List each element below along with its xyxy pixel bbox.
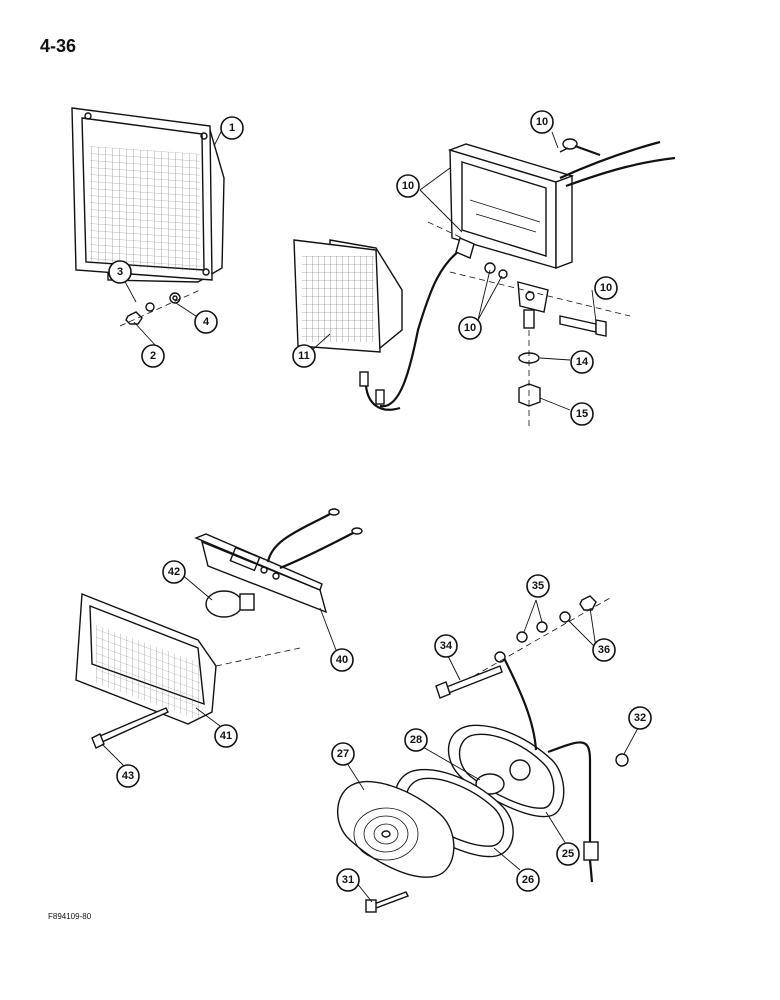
callout-32: 32 <box>628 706 652 730</box>
callout-40: 40 <box>330 648 354 672</box>
callout-2: 2 <box>141 344 165 368</box>
callout-31: 31 <box>336 868 360 892</box>
svg-text:35: 35 <box>532 580 544 592</box>
callout-labels: 1 2 3 4 10 10 10 10 11 14 15 25 26 27 28… <box>101 110 652 903</box>
lamp-insert <box>293 237 475 411</box>
callout-27: 27 <box>331 742 355 766</box>
lamp-housing <box>427 138 676 430</box>
svg-text:40: 40 <box>336 654 348 666</box>
svg-text:1: 1 <box>229 122 235 134</box>
callout-43: 43 <box>116 764 140 788</box>
svg-text:34: 34 <box>440 640 453 652</box>
svg-text:28: 28 <box>410 734 422 746</box>
svg-text:10: 10 <box>402 180 414 192</box>
svg-text:32: 32 <box>634 712 646 724</box>
callout-4: 4 <box>194 310 218 334</box>
svg-text:11: 11 <box>298 350 310 362</box>
svg-text:2: 2 <box>150 350 156 362</box>
callout-42: 42 <box>162 560 186 584</box>
svg-text:3: 3 <box>117 266 123 278</box>
callout-36: 36 <box>592 638 616 662</box>
svg-text:4: 4 <box>203 316 210 328</box>
callout-10-left: 10 <box>396 174 420 198</box>
callout-26: 26 <box>516 868 540 892</box>
svg-text:14: 14 <box>576 356 589 368</box>
callout-11: 11 <box>292 344 316 368</box>
svg-text:27: 27 <box>337 748 349 760</box>
svg-text:41: 41 <box>220 730 232 742</box>
svg-text:31: 31 <box>342 874 354 886</box>
callout-28: 28 <box>404 728 428 752</box>
work-lamp-assembly <box>71 107 225 283</box>
callout-10-top: 10 <box>530 110 554 134</box>
callout-34: 34 <box>434 634 458 658</box>
svg-text:43: 43 <box>122 770 134 782</box>
svg-text:15: 15 <box>576 408 588 420</box>
svg-text:10: 10 <box>600 282 612 294</box>
callout-15: 15 <box>570 402 594 426</box>
svg-text:26: 26 <box>522 874 534 886</box>
svg-text:10: 10 <box>464 322 476 334</box>
callout-1: 1 <box>220 116 244 140</box>
svg-text:42: 42 <box>168 566 180 578</box>
side-lamp-assembly <box>75 508 363 749</box>
callout-35: 35 <box>526 574 550 598</box>
svg-text:36: 36 <box>598 644 610 656</box>
nut-washer-group <box>119 289 201 327</box>
svg-text:25: 25 <box>562 848 574 860</box>
callout-25: 25 <box>556 842 580 866</box>
callout-14: 14 <box>570 350 594 374</box>
figure-code: F894109-80 <box>48 912 92 921</box>
callout-41: 41 <box>214 724 238 748</box>
svg-text:10: 10 <box>536 116 548 128</box>
callout-10-right: 10 <box>594 276 618 300</box>
page-number: 4-36 <box>40 36 77 56</box>
callout-10-bottom: 10 <box>458 316 482 340</box>
callout-3: 3 <box>108 260 132 284</box>
tail-lamp-assembly <box>336 595 629 913</box>
